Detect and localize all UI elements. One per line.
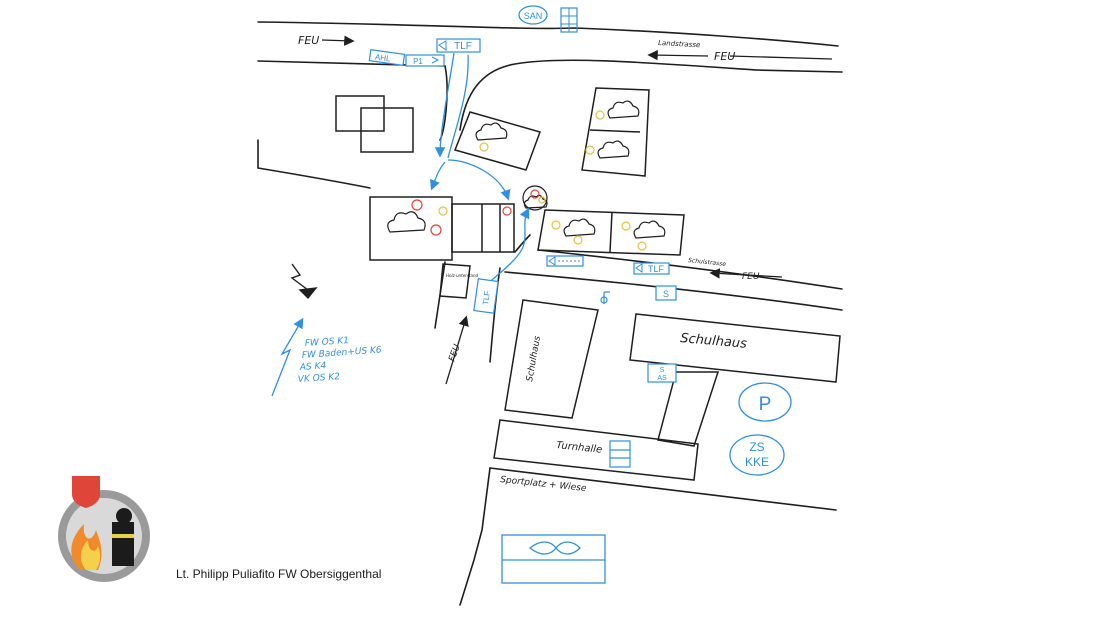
blue-routes: [271, 52, 530, 397]
landstrasse-label: Landstrasse: [658, 39, 701, 49]
feu-label-1: FEU: [298, 34, 319, 47]
building-burning-small: [453, 111, 541, 171]
hydrant-icon: [600, 291, 610, 304]
building-ne: [581, 87, 650, 177]
tlf-label-2: TLF: [648, 264, 665, 274]
zs-label: ZS: [749, 440, 764, 454]
s-as-label: S: [660, 367, 665, 374]
smoke-icon: [633, 220, 666, 239]
building-annex: [451, 203, 515, 253]
building-schulhaus-side: [504, 299, 599, 419]
north-arrow: [290, 263, 318, 300]
smoke-icon: [607, 100, 640, 119]
building-schulstrasse: [537, 209, 685, 256]
units-list: FW OS K1 FW Baden+US K6 AS K4 VK OS K2: [298, 336, 383, 385]
as-sub-label: AS: [657, 375, 667, 382]
smoke-icon: [387, 211, 426, 233]
hazard-markers: [438, 110, 647, 251]
turnhalle-label: Turnhalle: [556, 440, 603, 456]
building-main-fire: [369, 196, 453, 261]
schulhaus-side-label: Schulhaus: [525, 335, 543, 383]
kke-label: KKE: [745, 455, 769, 469]
holz-label: Holz-unterstand: [446, 273, 478, 278]
san-marker: SAN: [518, 5, 578, 33]
fire-brigade-logo: [48, 470, 160, 588]
tlf-vehicle-vertical: TLF: [473, 278, 499, 314]
credit-line: Lt. Philipp Puliafito FW Obersiggenthal: [176, 567, 382, 581]
schulstrasse-label: Schulstrasse: [688, 257, 727, 268]
sportplatz-field: [501, 534, 606, 584]
feu-label-2: FEU: [714, 50, 735, 63]
unit-3: AS K4: [299, 361, 327, 373]
ahl-p1-vehicles: AHL P1: [368, 49, 445, 67]
unit-4: VK OS K2: [298, 372, 341, 385]
traffic-arrows: [321, 35, 833, 385]
parking-area: P: [738, 382, 792, 422]
vehicles-schulstrasse: TLF: [546, 255, 670, 275]
smoke-icon: [475, 122, 508, 141]
schulhaus-main-label: Schulhaus: [680, 331, 748, 352]
text-labels: FEU FEU FEU FEU Landstrasse Schulstrasse…: [298, 34, 760, 494]
tlf-vehicle-top: TLF: [436, 38, 481, 53]
unit-1: FW OS K1: [305, 336, 350, 349]
tlf-label-3: TLF: [481, 290, 492, 305]
tlf-label: TLF: [454, 41, 472, 52]
s-signs: S S AS: [647, 285, 677, 383]
grid-sign-turnhalle: [609, 440, 631, 468]
building-nw-1: [335, 95, 385, 132]
ahl-label: AHL: [374, 52, 391, 63]
s-sign-label: S: [663, 289, 669, 299]
p1-label: P1: [413, 57, 423, 66]
zs-kke-area: ZS KKE: [729, 434, 785, 476]
building-nw-2: [360, 107, 414, 153]
building-schulhaus-main: [629, 313, 841, 383]
building-turnhalle: [493, 419, 699, 481]
san-label: SAN: [524, 11, 543, 21]
smoke-icon: [597, 140, 630, 159]
smoke-icon: [563, 218, 596, 237]
building-connector: [657, 371, 720, 447]
feu-label-3: FEU: [742, 272, 760, 282]
parking-label: P: [759, 394, 772, 415]
fire-markers: [411, 185, 548, 236]
feu-label-4: FEU: [447, 343, 463, 363]
holzunterstand: [439, 263, 471, 299]
buildings: [335, 87, 841, 481]
roads: [257, 21, 843, 606]
